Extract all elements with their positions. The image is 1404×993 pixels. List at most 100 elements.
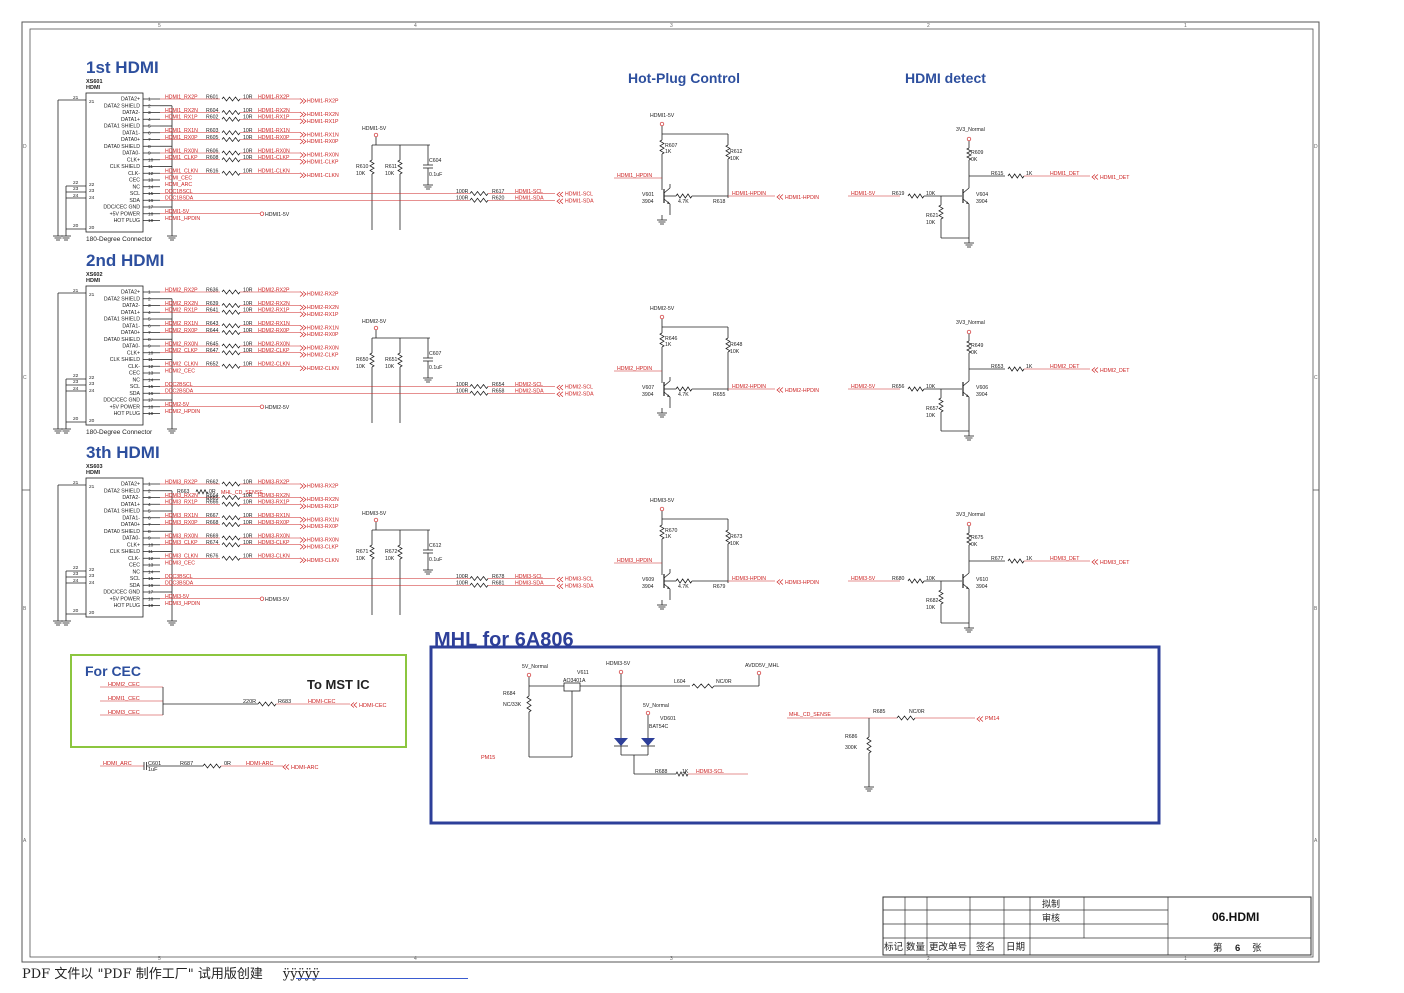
shell-pin: 20 xyxy=(89,225,95,231)
det-rout: R653 xyxy=(991,364,1004,370)
cec-res-ref: R683 xyxy=(278,699,291,705)
pin-number: 3 xyxy=(148,110,151,116)
resistor-ref: R662 xyxy=(206,479,219,485)
ddc-ref: R658 xyxy=(492,389,505,395)
output-port: HDMI1-CLKN xyxy=(307,173,339,179)
pin-name: DATA2+ xyxy=(121,290,140,296)
hp-out-port: HDMI1-HPDIN xyxy=(785,195,819,201)
pin-name: DATA0- xyxy=(122,151,140,157)
mhl-scl-net: HDMI3-SCL xyxy=(696,769,724,775)
output-net: HDMI3-RX2N xyxy=(258,493,290,499)
port-arrow xyxy=(299,543,307,550)
resistor-symbol xyxy=(397,544,403,560)
resistor-ref: R669 xyxy=(206,533,219,539)
det-in-net: HDMI1-5V xyxy=(851,191,876,197)
terminal xyxy=(756,670,762,676)
resistor-value: 10R xyxy=(243,500,253,506)
shell-pin: 21 xyxy=(89,99,95,105)
resistor-value: 10R xyxy=(243,115,253,121)
output-port: HDMI1-RX0P xyxy=(307,139,339,145)
net-label: HDMI3_RX2N xyxy=(165,493,198,499)
resistor-symbol xyxy=(1007,173,1025,179)
shell-pin: 20 xyxy=(89,610,95,616)
pin-number: 6 xyxy=(148,130,151,136)
emitter-arrow xyxy=(966,394,969,397)
pin-number: 7 xyxy=(148,522,151,528)
net-label: HDMI_ARC xyxy=(165,182,192,188)
col-mark: 标记 xyxy=(884,941,904,953)
mhl-fet-type: AO3401A xyxy=(563,678,586,684)
resistor-symbol xyxy=(659,524,665,540)
ddc-scl-net: HDMI1-SCL xyxy=(515,189,543,195)
connector-note: 180-Degree Connector xyxy=(86,429,153,436)
pin-name: HOT PLUG xyxy=(114,218,140,224)
pin-number: 18 xyxy=(148,404,154,410)
det-rin-val: 10K xyxy=(926,191,936,197)
ddc-value: 100R xyxy=(456,196,469,202)
port-arrow xyxy=(556,583,564,590)
pin-name: +5V POWER xyxy=(110,404,141,410)
hp-q-val: 3904 xyxy=(642,392,654,398)
connector-body xyxy=(85,92,144,233)
emitter-arrow xyxy=(667,201,670,204)
cec-note: To MST IC xyxy=(307,677,370,692)
pullup-value: 10K xyxy=(356,171,366,177)
resistor-symbol xyxy=(725,144,731,160)
pin-name: DATA2- xyxy=(122,110,140,116)
pin-number: 18 xyxy=(148,596,154,602)
det-rout: R615 xyxy=(991,171,1004,177)
mhl-supply2: 5V_Normal xyxy=(643,703,669,709)
pin-name: DATA2 SHIELD xyxy=(104,296,140,302)
pin-number: 12 xyxy=(148,171,154,177)
mhl-box xyxy=(429,645,1161,825)
ddc-ref: R654 xyxy=(492,382,505,388)
net-label: HDMI2_CLKN xyxy=(165,362,198,368)
terminal xyxy=(373,517,379,523)
terminal xyxy=(259,404,265,409)
cec-net: HDMI-CEC xyxy=(308,699,336,705)
shell-pin-outer: 23 xyxy=(73,186,79,192)
hp-rtop: R607 xyxy=(665,143,678,149)
footer-link[interactable]: ÿÿÿÿÿ xyxy=(282,967,320,982)
net-label: HDMI3_CEC xyxy=(165,560,195,566)
resistor-value: 10R xyxy=(243,540,253,546)
pin-name: DATA1 SHIELD xyxy=(104,317,140,323)
resistor-value: 10R xyxy=(243,348,253,354)
pin-number: 12 xyxy=(148,556,154,562)
port-arrow xyxy=(299,311,307,318)
part-type: HDMI xyxy=(86,278,101,284)
resistor-symbol xyxy=(221,535,241,541)
shell-pin: 23 xyxy=(89,381,95,387)
net-label: HDMI1-5V xyxy=(165,209,190,215)
net-label: HDMI1_RX2P xyxy=(165,94,198,100)
row-marker-left: A xyxy=(23,838,27,844)
row-marker-right: B xyxy=(1314,606,1318,612)
col-marker-bottom: 4 xyxy=(414,956,417,962)
port-arrow xyxy=(299,523,307,530)
output-net: HDMI3-CLKP xyxy=(258,540,290,546)
port-arrow xyxy=(556,198,564,205)
output-port: HDMI1-RX2P xyxy=(307,99,339,105)
terminal xyxy=(373,325,379,331)
ddc-scl-net: HDMI2-SCL xyxy=(515,382,543,388)
resistor-symbol xyxy=(966,340,972,354)
pin-number: 2 xyxy=(148,296,151,302)
det-rin-val: 10K xyxy=(926,576,936,582)
pin-number: 6 xyxy=(148,323,151,329)
cap-ref: C612 xyxy=(429,543,442,549)
resistor-symbol xyxy=(938,397,944,413)
mhl-sense-net: MHL_CD_SENSE xyxy=(789,712,831,718)
v5-port: HDMI1-5V xyxy=(265,212,290,218)
cec-input: HDMI1_CEC xyxy=(108,696,140,702)
pin-number: 4 xyxy=(148,310,151,316)
port-arrow xyxy=(299,111,307,118)
pin-name: DATA1- xyxy=(122,515,140,521)
output-net: HDMI2-RX2P xyxy=(258,287,290,293)
output-port: HDMI1-RX0N xyxy=(307,153,339,159)
cec-title: For CEC xyxy=(85,663,141,679)
mhl-ind: L604 xyxy=(674,679,686,685)
resistor-symbol xyxy=(221,542,241,548)
port-arrow xyxy=(299,138,307,145)
